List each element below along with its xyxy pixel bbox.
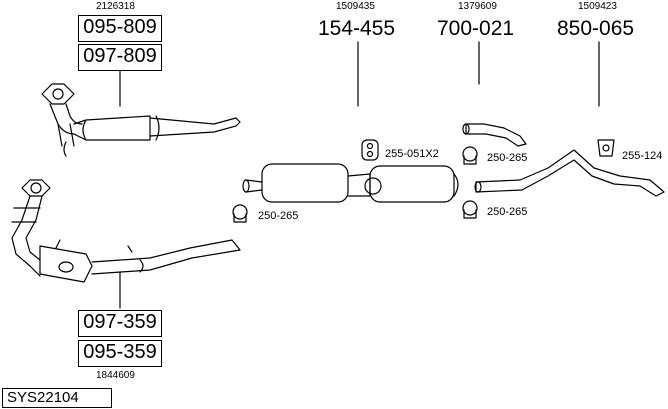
ref-number-upper-left: 2126318 xyxy=(96,1,135,12)
ref-number-mid-right: 1379609 xyxy=(458,1,497,12)
tail-pipe-drawing xyxy=(474,149,665,197)
part-number-box[interactable]: 097-809 xyxy=(78,44,162,71)
hanger-icon xyxy=(361,139,379,161)
ref-number-lower-left: 1844609 xyxy=(96,370,135,381)
part-number-label[interactable]: 154-455 xyxy=(318,17,396,40)
clamp-label: 250-265 xyxy=(258,210,299,222)
clamp-icon xyxy=(232,204,248,223)
ref-number-right: 1509423 xyxy=(578,1,617,12)
part-number-box[interactable]: 097-359 xyxy=(78,310,162,337)
part-number-box[interactable]: 095-359 xyxy=(78,340,162,367)
clamp-icon xyxy=(462,200,478,219)
hanger-label: 255-051X2 xyxy=(385,148,439,160)
connector-pipe-drawing xyxy=(462,123,527,147)
hanger-icon xyxy=(597,139,615,157)
part-number-label[interactable]: 700-021 xyxy=(437,17,515,40)
clamp-label: 250-265 xyxy=(487,206,528,218)
clamp-label: 250-265 xyxy=(487,152,528,164)
ref-number-center: 1509435 xyxy=(336,1,375,12)
front-pipe-upper-drawing xyxy=(41,83,241,157)
system-code-box: SYS22104 xyxy=(2,388,112,408)
part-number-label[interactable]: 850-065 xyxy=(557,17,635,40)
hanger-label: 255-124 xyxy=(622,150,663,162)
part-number-box[interactable]: 095-809 xyxy=(78,15,162,42)
center-silencer-drawing xyxy=(242,163,459,203)
clamp-icon xyxy=(462,146,478,165)
front-pipe-lower-drawing xyxy=(11,179,241,283)
